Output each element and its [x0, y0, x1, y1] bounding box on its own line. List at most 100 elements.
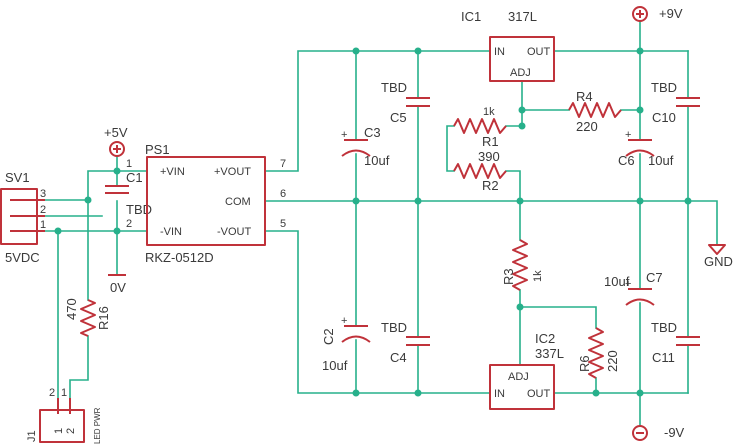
c7-value: 10uf [604, 274, 630, 289]
ic2-pin-adj: ADJ [508, 371, 529, 383]
resistor-r4: R4 220 [568, 89, 622, 134]
c4-ref: C4 [390, 350, 407, 365]
c11-value: TBD [651, 320, 677, 335]
ground-gnd: GND [704, 244, 733, 269]
r4-ref: R4 [576, 89, 593, 104]
sv1-pin-number: 3 [40, 188, 46, 200]
capacitor-c2: + C2 10uf [321, 315, 371, 373]
resistor-zigzag-icon [588, 327, 604, 379]
polarity-plus-icon: + [341, 129, 347, 141]
c6-value: 10uf [648, 153, 674, 168]
sv1-ref: SV1 [5, 170, 30, 185]
ps1-ref: PS1 [145, 142, 170, 157]
sv1-connector: SV1 5VDC 3 2 1 [0, 170, 46, 265]
capacitor-curved-plate [341, 149, 371, 157]
junction-dot [414, 197, 422, 205]
c3-value: 10uf [364, 153, 390, 168]
net-label-gnd: GND [704, 254, 733, 269]
j1-ref: J1 [26, 430, 38, 442]
c2-ref: C2 [321, 328, 336, 345]
junction-dot [636, 389, 644, 397]
resistor-zigzag-icon [512, 239, 528, 291]
net-label-0v: 0V [110, 280, 126, 295]
junction-dot [684, 197, 692, 205]
junctions [54, 47, 692, 397]
junction-dot [113, 227, 121, 235]
ps1-pin-vin-plus: +VIN [160, 166, 185, 178]
capacitor-c7: + 10uf C7 [604, 270, 663, 306]
net-label-plus-9v: +9V [659, 6, 683, 21]
resistor-zigzag-icon [80, 299, 96, 337]
junction-dot [352, 197, 360, 205]
ic1-pin-out: OUT [527, 46, 551, 58]
net-label-5v: +5V [104, 125, 128, 140]
wire-r16-j1 [69, 335, 89, 399]
r16-ref: R16 [96, 306, 111, 330]
j1-body [39, 409, 85, 443]
j1-pin-number: 2 [49, 387, 55, 399]
supply-5v: +5V [104, 125, 128, 157]
c11-ref: C11 [652, 350, 675, 365]
c5-value: TBD [381, 80, 407, 95]
c10-ref: C10 [652, 110, 676, 125]
junction-dot [516, 303, 524, 311]
ic2-ref: IC2 [535, 331, 555, 346]
junction-dot [518, 122, 526, 130]
c7-ref: C7 [646, 270, 663, 285]
resistor-zigzag-icon [568, 102, 622, 118]
ps1-pin-vout-plus: +VOUT [214, 166, 251, 178]
ps1-pin-number: 5 [280, 218, 286, 230]
r4-value: 220 [576, 119, 598, 134]
capacitor-curved-plate [625, 149, 655, 157]
ps1-value: RKZ-0512D [145, 250, 214, 265]
wire-r6-top [519, 306, 597, 329]
r6-value: 220 [605, 350, 620, 372]
j1-connector: 1 2 1 2 J1 LED PWR [26, 387, 102, 444]
junction-dot [636, 106, 644, 114]
capacitor-c3: + C3 10uf [341, 125, 390, 168]
supply-plus-9v: +9V [632, 6, 683, 22]
r2-ref: R2 [482, 178, 499, 193]
junction-dot [352, 389, 360, 397]
ic1-ref: IC1 [461, 9, 481, 24]
ps1-pin-number: 2 [126, 218, 132, 230]
ps1-body [146, 156, 266, 246]
capacitor-c4: TBD C4 [381, 320, 430, 365]
ic2-body [489, 364, 555, 410]
capacitor-curved-plate [625, 298, 655, 306]
wire-r1-r2-loop [446, 125, 455, 172]
wire-positive-in [264, 50, 491, 172]
junction-dot [414, 47, 422, 55]
resistor-zigzag-icon [453, 163, 507, 179]
polarity-plus-icon: + [625, 129, 631, 141]
capacitor-c1: C1 TBD [105, 170, 152, 217]
junction-dot [592, 389, 600, 397]
junction-dot [113, 167, 121, 175]
wire-common [264, 200, 718, 246]
resistor-r1: 1k R1 [453, 106, 507, 149]
c10-value: TBD [651, 80, 677, 95]
wire-r2-r3 [505, 170, 521, 241]
junction-dot [84, 196, 92, 204]
r1-ref: R1 [482, 134, 499, 149]
ps1-pin-vin-minus: -VIN [160, 226, 182, 238]
resistor-r16: 470 R16 [64, 298, 111, 337]
ic1-body [489, 36, 555, 82]
c5-ref: C5 [390, 110, 407, 125]
ps1-pin-number: 1 [126, 158, 132, 170]
wire-negative-in [264, 230, 491, 394]
dc-dc-converter-ps1: PS1 RKZ-0512D +VIN -VIN +VOUT COM -VOUT … [126, 142, 286, 265]
ps1-pin-com: COM [225, 196, 251, 208]
resistor-zigzag-icon [453, 118, 507, 134]
c6-ref: C6 [618, 153, 635, 168]
polarity-plus-icon: + [341, 315, 347, 327]
ps1-pin-number: 7 [280, 158, 286, 170]
regulator-ic1: IC1 317L IN OUT ADJ [461, 9, 555, 82]
ic2-value: 337L [535, 346, 564, 361]
r3-value: 1k [532, 270, 544, 282]
resistor-r2: 390 R2 [453, 149, 507, 193]
resistor-r3: R3 1k [501, 239, 544, 291]
r1-value: 1k [483, 106, 495, 118]
